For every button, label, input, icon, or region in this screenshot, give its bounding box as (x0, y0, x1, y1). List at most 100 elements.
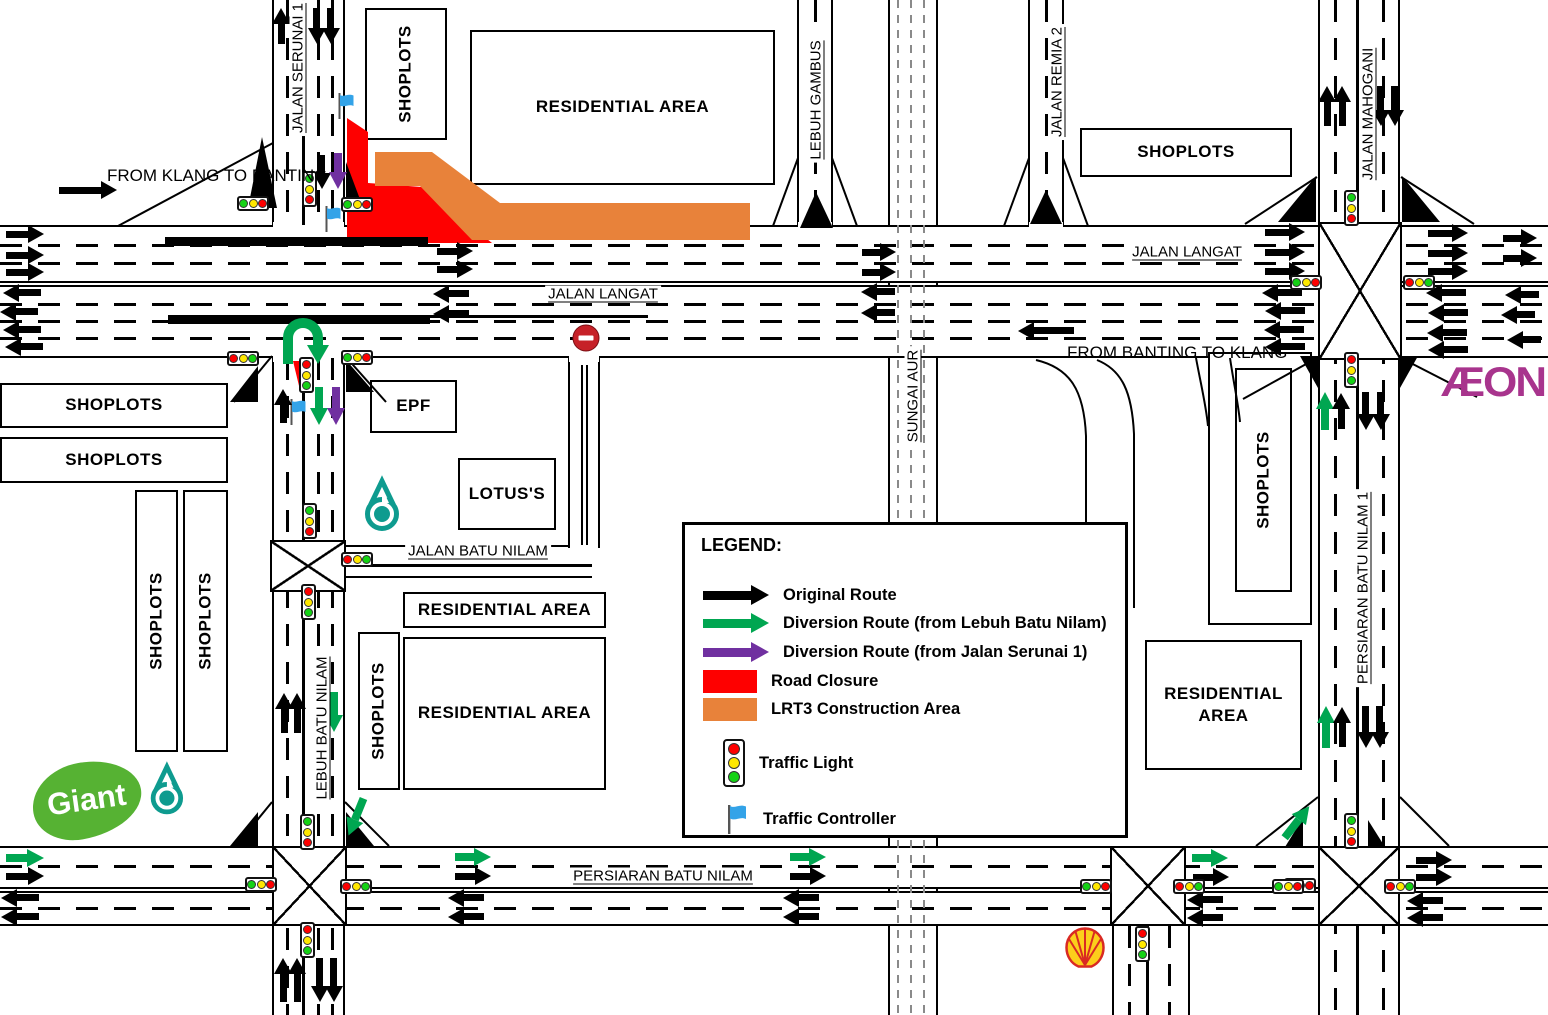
route-arrow-original (783, 889, 819, 907)
lane-line (331, 0, 334, 225)
legend-row-lrt3-construction: LRT3 Construction Area (703, 694, 960, 724)
building-shoplots: SHOPLOTS (358, 632, 400, 790)
route-arrow-original (1187, 909, 1223, 927)
canal-dashed-line (910, 0, 912, 1015)
traffic-light-icon (341, 197, 373, 212)
road-label-jalan-langat: JALAN LANGAT (1129, 243, 1245, 261)
road-label-jalan-serunai-1: JALAN SERUNAI 1 (289, 0, 307, 137)
route-arrow-original (1427, 324, 1467, 342)
route-arrow-original (861, 283, 895, 301)
construction-area-swatch (703, 697, 757, 721)
route-arrow-original (59, 181, 117, 199)
legend: LEGEND: Original Route Diversion Route (… (682, 522, 1128, 838)
legend-label: Diversion Route (from Jalan Serunai 1) (783, 642, 1088, 661)
building-shoplots: SHOPLOTS (0, 383, 228, 428)
route-arrow-original (1, 889, 39, 907)
building-label: RESIDENTIAL AREA (417, 599, 592, 619)
legend-row-original-route: Original Route (703, 580, 897, 610)
building-shoplots: SHOPLOTS (0, 437, 228, 483)
route-arrow-original (5, 338, 43, 356)
route-arrow-original (1505, 286, 1539, 304)
traffic-light-icon (227, 351, 259, 366)
road-closure-swatch (703, 669, 757, 693)
canal-dashed-line (897, 0, 899, 1015)
road-label-lebuh-gambus: LEBUH GAMBUS (807, 37, 825, 163)
route-arrow-original (437, 242, 473, 260)
route-arrow-original (1428, 341, 1468, 359)
route-arrow-original (6, 246, 44, 264)
traffic-light-icon (1135, 926, 1150, 962)
road-shell-access-road (1112, 926, 1190, 1015)
route-arrow-original (325, 958, 343, 1002)
lane-line (286, 358, 289, 1015)
route-arrow-original (3, 321, 41, 339)
traffic-light-icon (341, 552, 373, 567)
canal-dashed-line (923, 0, 925, 1015)
route-arrow-original (448, 889, 484, 907)
route-arrow-diversion-purple (327, 387, 345, 425)
building-shoplots: SHOPLOTS (183, 490, 228, 752)
road-label-persiaran-batu-nilam-1: PERSIARAN BATU NILAM 1 (1354, 488, 1372, 688)
shell-logo-icon (1065, 927, 1105, 968)
legend-label: Traffic Light (759, 753, 854, 772)
road-flare-line (772, 157, 799, 227)
route-arrow-original (322, 8, 340, 44)
building-residential-area: RESIDENTIAL AREA (403, 637, 606, 790)
petronas-logo-icon (150, 761, 184, 815)
route-arrow-original (3, 284, 41, 302)
route-arrow-original (1428, 262, 1468, 280)
road-label-jalan-mahogani: JALAN MAHOGANI (1359, 44, 1377, 184)
route-arrow-original (1371, 706, 1389, 748)
route-arrow-diversion-green (1278, 800, 1317, 844)
route-arrow-diversion-green (1192, 849, 1228, 867)
route-arrow-diversion-purple (329, 153, 347, 189)
petronas-logo-icon (365, 475, 399, 531)
route-arrow-original (1503, 229, 1537, 247)
route-arrow-original (1332, 393, 1350, 429)
route-arrow-original (433, 285, 469, 303)
route-arrow-original (1507, 331, 1541, 349)
building-shoplots: SHOPLOTS (135, 490, 178, 752)
lane-line (586, 365, 588, 545)
building-shoplots: SHOPLOTS (365, 8, 447, 140)
route-arrow-original (1265, 302, 1305, 320)
road-label-lebuh-batu-nilam: LEBUH BATU NILAM (313, 653, 331, 803)
route-arrow-original (1416, 868, 1452, 886)
legend-row-traffic-light: Traffic Light (703, 739, 853, 787)
traffic-light-icon (341, 350, 373, 365)
route-arrow-original (1503, 249, 1537, 267)
route-arrow-original (1372, 392, 1390, 430)
lane-line (1334, 0, 1337, 1015)
traffic-light-icon (1344, 813, 1359, 849)
route-arrow-original (1407, 892, 1443, 910)
island (1278, 176, 1316, 222)
legend-row-diversion-lebuh-batu-nilam: Diversion Route (from Lebuh Batu Nilam) (703, 608, 1107, 638)
traffic-light-icon (1344, 190, 1359, 226)
traffic-light-icon (300, 922, 315, 958)
building-label: RESIDENTIAL AREA (417, 703, 592, 723)
building-label: SHOPLOTS (1137, 142, 1235, 162)
route-arrow-original (783, 908, 819, 926)
road-flare-line (831, 157, 858, 227)
intersection-box (1318, 222, 1402, 360)
direction-note: FROM KLANG TO BANTING (107, 166, 328, 185)
route-arrow-original (288, 693, 306, 733)
legend-row-traffic-controller: Traffic Controller (703, 802, 896, 836)
route-arrow-original (1428, 304, 1468, 322)
route-arrow-diversion-green (790, 848, 826, 866)
junction-mouth (569, 353, 599, 362)
junction-mouth (273, 222, 344, 230)
traffic-light-icon (237, 196, 269, 211)
building-residential-area: RESIDENTIAL AREA (403, 592, 606, 628)
road-flare-line (1400, 176, 1475, 225)
diversion-purple-arrow-icon (703, 642, 769, 662)
lane-line (1128, 926, 1131, 1015)
route-arrow-original (437, 260, 473, 278)
route-arrow-original (1428, 244, 1468, 262)
route-arrow-original (0, 303, 38, 321)
intersection-box (1110, 846, 1186, 926)
traffic-light-icon (302, 503, 317, 539)
route-arrow-original (448, 908, 484, 926)
route-arrow-diversion-green (455, 848, 491, 866)
building-label: RESIDENTIAL AREA (535, 97, 710, 117)
